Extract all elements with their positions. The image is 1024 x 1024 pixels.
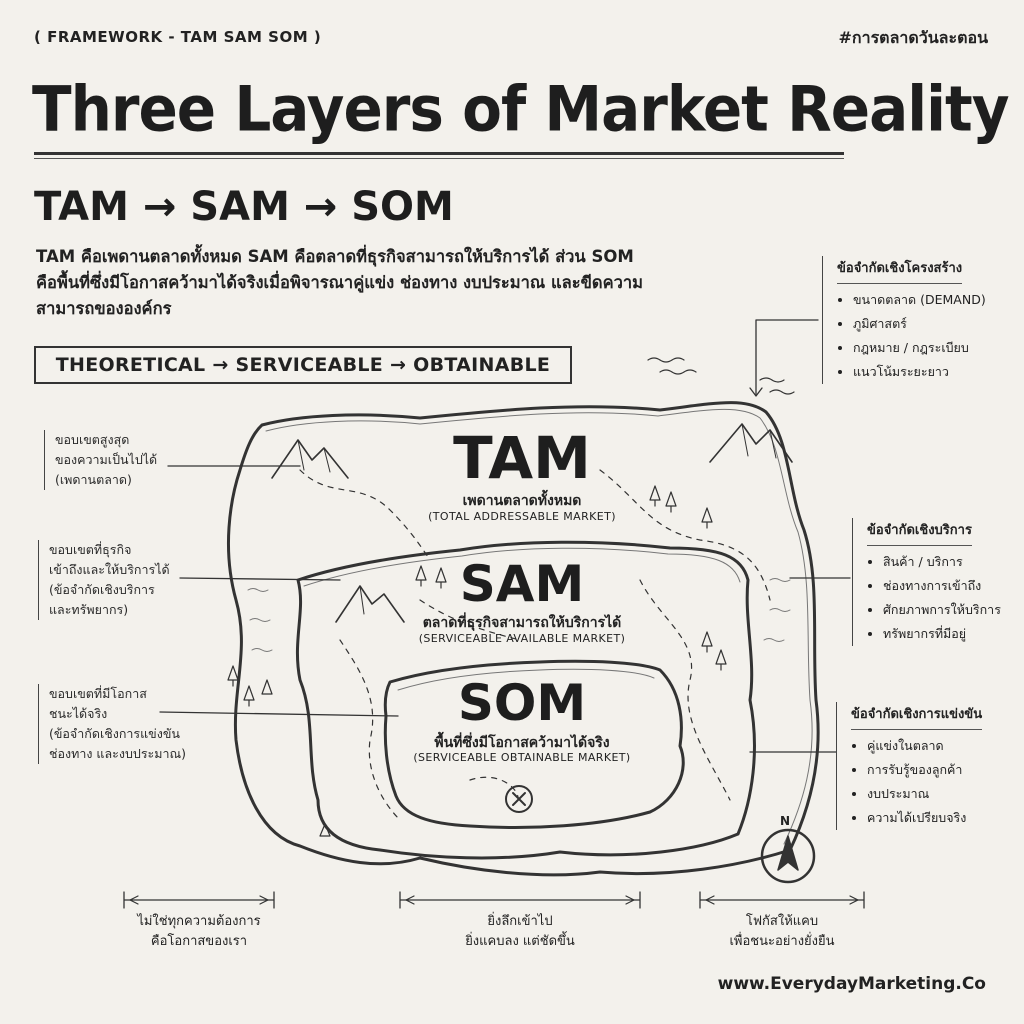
right-note-service: ข้อจำกัดเชิงบริการ สินค้า / บริการ ช่องท… [852,518,1024,646]
tam-english-label: (TOTAL ADDRESSABLE MARKET) [428,510,616,523]
note-line: เพื่อชนะอย่างยั่งยืน [729,934,835,949]
page-title: Three Layers of Market Reality [32,72,1010,146]
stages-label: THEORETICAL → SERVICEABLE → OBTAINABLE [55,354,551,376]
x-marker-icon [505,785,533,813]
note-line: และทรัพยากร) [49,602,129,617]
mountain-icon [271,439,349,479]
note-line: (เพดานตลาด) [55,472,132,487]
list-item: ช่องทางการเข้าถึง [883,574,1024,598]
note-line: ยิ่งแคบลง แต่ชัดขึ้น [465,934,575,949]
mountain-icon-3 [335,585,405,623]
tree-icons [227,485,727,837]
som-boundary [383,659,685,829]
note-line: ของความเป็นไปได้ [55,452,158,467]
note-line: โฟกัสให้แคบ [745,914,819,929]
note-line: ยิ่งลึกเข้าไป [487,914,553,929]
right-note-heading: ข้อจำกัดเชิงการแข่งขัน [851,703,983,730]
footer-url-link[interactable]: www.EverydayMarketing.Co [717,974,986,994]
note-line: ขอบเขตที่มีโอกาส [49,686,147,701]
right-note-heading: ข้อจำกัดเชิงบริการ [867,519,972,546]
list-item: ขนาดตลาด (DEMAND) [853,288,1017,312]
title-rule [34,152,844,155]
list-item: ความได้เปรียบจริง [867,806,1024,830]
title-rule-thin [34,158,844,159]
som-english-label: (SERVICEABLE OBTAINABLE MARKET) [413,751,631,764]
tam-title: TAM [453,424,591,492]
note-line: (ข้อจำกัดเชิงบริการ [49,582,155,597]
note-line: เข้าถึงและให้บริการได้ [49,562,170,577]
list-item: สินค้า / บริการ [883,550,1024,574]
description: TAM คือเพดานตลาดทั้งหมด SAM คือตลาดที่ธุ… [36,247,644,318]
wave-icon [647,357,697,375]
right-note-structural: ข้อจำกัดเชิงโครงสร้าง ขนาดตลาด (DEMAND) … [822,256,1017,384]
note-line: คือโอกาสของเรา [150,934,248,949]
compass-icon [760,828,816,884]
right-note-competition: ข้อจำกัดเชิงการแข่งขัน คู่แข่งในตลาด การ… [836,702,1024,830]
tam-thai-label: เพดานตลาดทั้งหมด [462,493,582,509]
list-item: แนวโน้มระยะยาว [853,360,1017,384]
framework-tag: ( FRAMEWORK - TAM SAM SOM ) [34,28,322,46]
note-line: ขอบเขตสูงสุด [55,432,130,447]
compass-north-label: N [780,814,791,828]
note-line: ขอบเขตที่ธุรกิจ [49,542,132,557]
left-note-sam: ขอบเขตที่ธุรกิจ เข้าถึงและให้บริการได้ (… [38,540,189,620]
sam-english-label: (SERVICEABLE AVAILABLE MARKET) [418,632,626,645]
note-line: ไม่ใช่ทุกความต้องการ [137,914,261,929]
som-title: SOM [457,674,587,732]
tam-sam-som-flow: TAM → SAM → SOM [34,184,454,230]
bottom-note-left: ไม่ใช่ทุกความต้องการ คือโอกาสของเรา [114,912,284,952]
som-thai-label: พื้นที่ซึ่งมีโอกาสคว้ามาได้จริง [434,735,610,751]
list-item: คู่แข่งในตลาด [867,734,1024,758]
sam-title: SAM [459,555,585,613]
note-line: (ข้อจำกัดเชิงการแข่งขัน [49,726,180,741]
left-note-tam: ขอบเขตสูงสุด ของความเป็นไปได้ (เพดานตลาด… [44,430,185,490]
sam-thai-label: ตลาดที่ธุรกิจสามารถให้บริการได้ [422,615,622,631]
stages-box: THEORETICAL → SERVICEABLE → OBTAINABLE [34,346,572,384]
note-line: ชนะได้จริง [49,706,108,721]
list-item: งบประมาณ [867,782,1024,806]
right-note-heading: ข้อจำกัดเชิงโครงสร้าง [837,257,963,284]
mountain-icon-2 [709,423,793,463]
list-item: กฎหมาย / กฎระเบียบ [853,336,1017,360]
sam-boundary [295,540,756,860]
list-item: ทรัพยากรที่มีอยู่ [883,622,1024,646]
bottom-note-right: โฟกัสให้แคบ เพื่อชนะอย่างยั่งยืน [702,912,862,952]
list-item: ภูมิศาสตร์ [853,312,1017,336]
list-item: ศักยภาพการให้บริการ [883,598,1024,622]
note-line: ช่องทาง และงบประมาณ) [49,746,186,761]
hashtag: #การตลาดวันละตอน [838,28,989,47]
left-note-som: ขอบเขตที่มีโอกาส ชนะได้จริง (ข้อจำกัดเชิ… [38,684,199,764]
tam-boundary [227,401,820,877]
list-item: การรับรู้ของลูกค้า [867,758,1024,782]
bottom-note-middle: ยิ่งลึกเข้าไป ยิ่งแคบลง แต่ชัดขึ้น [420,912,620,952]
